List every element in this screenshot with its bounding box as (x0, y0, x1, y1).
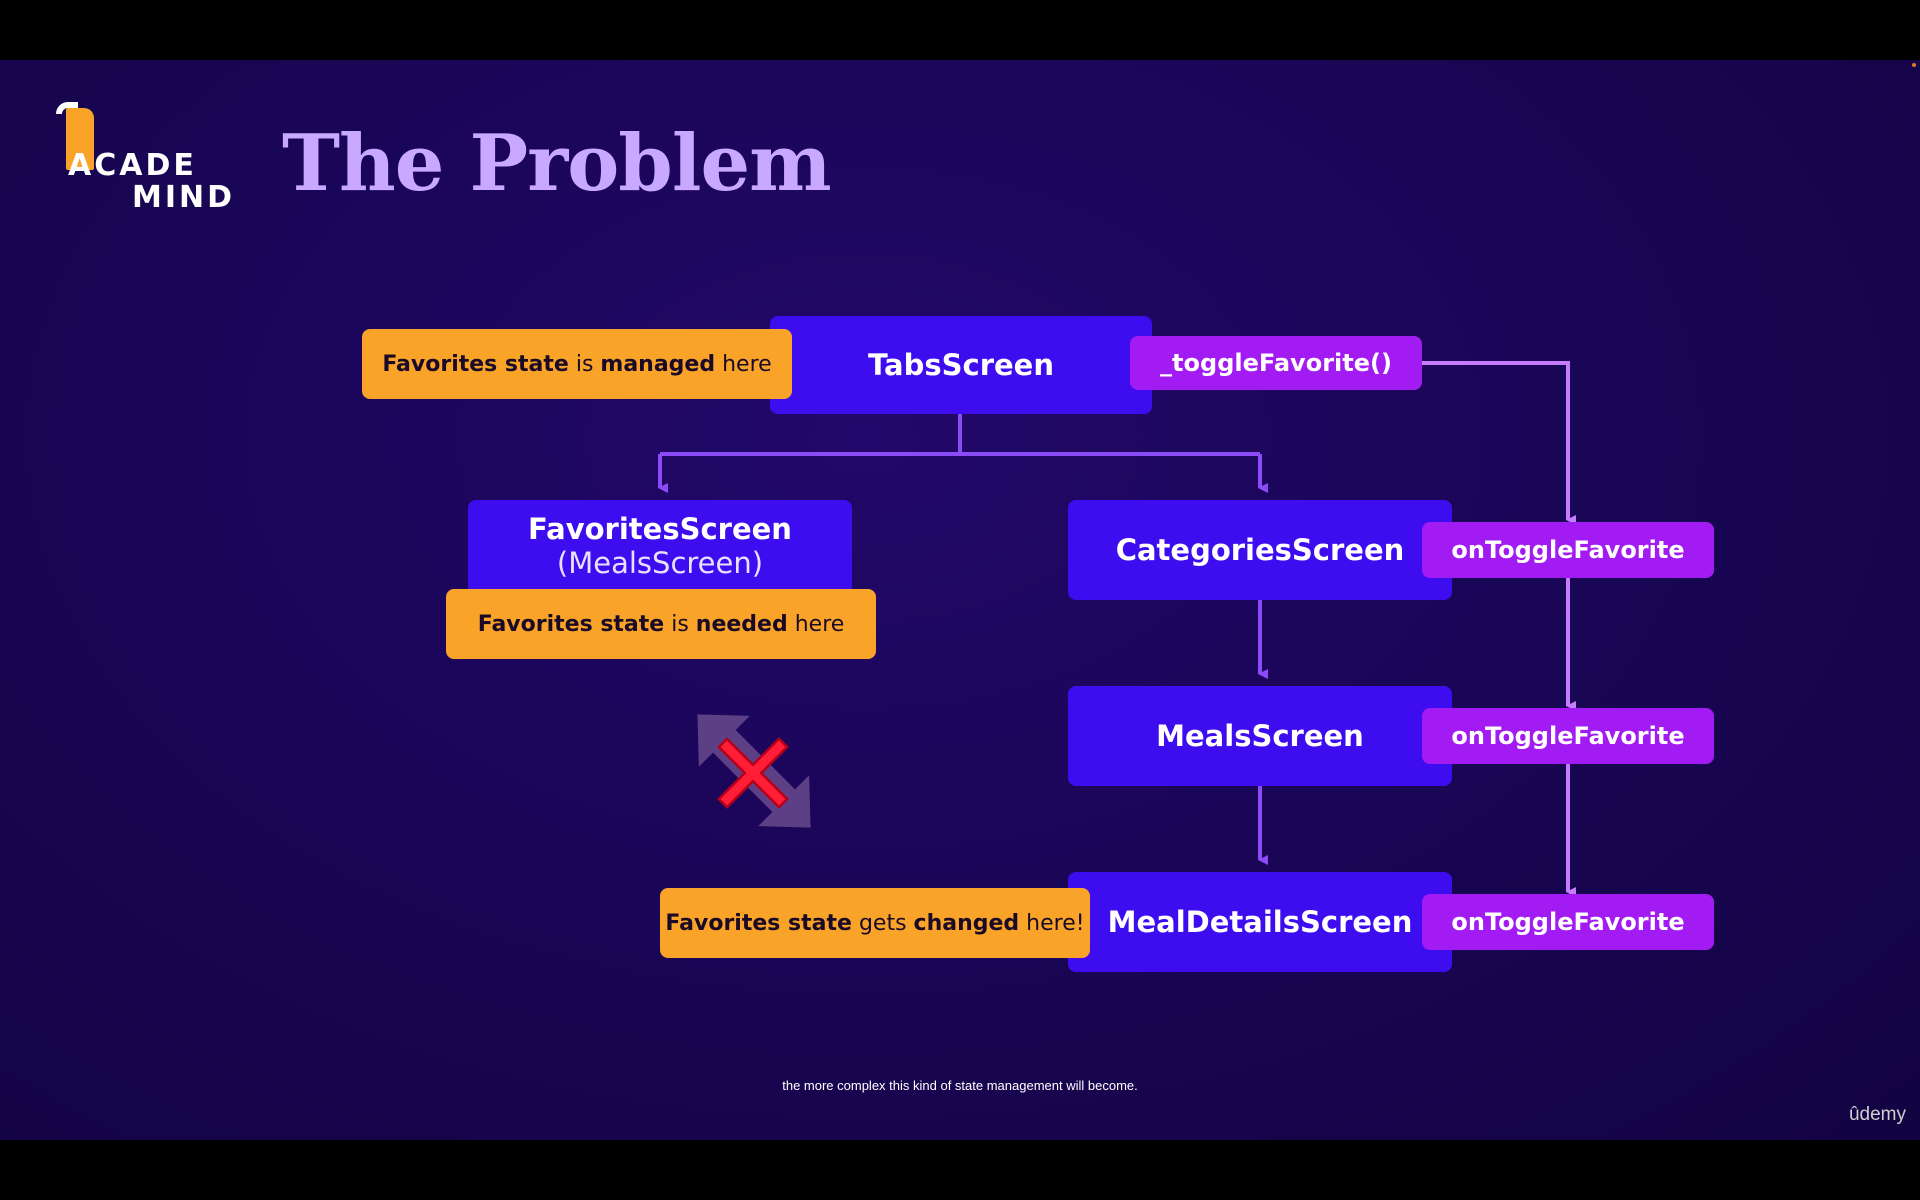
slide: ACADE MIND The Problem (0, 60, 1920, 1140)
note-needed-bold1: Favorites state (477, 611, 665, 637)
note-managed-mid: is (568, 351, 601, 377)
diagram-connectors (658, 361, 1576, 897)
slide-title: The Problem (282, 118, 832, 209)
favorites-screen-sublabel: (MealsScreen) (556, 546, 764, 580)
categories-screen-label: CategoriesScreen (1115, 533, 1405, 567)
on-toggle-favorite-label-1: onToggleFavorite (1451, 536, 1685, 564)
subtitle-caption: the more complex this kind of state mana… (782, 1078, 1138, 1093)
on-toggle-favorite-prop-3: onToggleFavorite (1422, 894, 1714, 950)
note-changed-mid: gets (851, 910, 914, 936)
logo-flag-icon (56, 102, 94, 170)
toggle-favorite-fn-label: _toggleFavorite() (1160, 349, 1392, 377)
meal-details-screen-label: MealDetailsScreen (1107, 905, 1413, 939)
categories-screen-box: CategoriesScreen (1068, 500, 1452, 600)
note-needed-bold2: needed (695, 611, 788, 637)
tabs-screen-label: TabsScreen (868, 348, 1054, 382)
note-managed-end: here (715, 351, 772, 377)
udemy-watermark: ûdemy (1848, 1104, 1906, 1125)
note-changed-end: here! (1019, 910, 1085, 936)
red-x-icon (717, 737, 789, 809)
note-needed-mid: is (664, 611, 696, 637)
note-needed-end: here (787, 611, 845, 637)
toggle-favorite-fn-box: _toggleFavorite() (1130, 336, 1422, 390)
on-toggle-favorite-label-2: onToggleFavorite (1451, 722, 1685, 750)
recording-dot-icon (1912, 63, 1916, 67)
note-state-needed: Favorites state is needed here (446, 589, 876, 659)
on-toggle-favorite-prop-1: onToggleFavorite (1422, 522, 1714, 578)
on-toggle-favorite-prop-2: onToggleFavorite (1422, 708, 1714, 764)
meals-screen-label: MealsScreen (1156, 719, 1364, 753)
meals-screen-box: MealsScreen (1068, 686, 1452, 786)
note-state-changed: Favorites state gets changed here! (660, 888, 1090, 958)
note-managed-bold1: Favorites state (382, 351, 569, 377)
academind-logo: ACADE MIND (48, 102, 232, 218)
logo-line-1: ACADE (68, 148, 197, 183)
connector-toggle-fn (1422, 361, 1576, 525)
favorites-screen-label: FavoritesScreen (528, 512, 792, 546)
logo-line-2: MIND (132, 180, 236, 215)
note-managed-bold2: managed (600, 351, 716, 377)
note-changed-bold2: changed (913, 910, 1020, 936)
tabs-screen-box: TabsScreen (770, 316, 1152, 414)
note-state-managed: Favorites state is managed here (362, 329, 792, 399)
note-changed-bold1: Favorites state (665, 910, 852, 936)
meal-details-screen-box: MealDetailsScreen (1068, 872, 1452, 972)
on-toggle-favorite-label-3: onToggleFavorite (1451, 908, 1685, 936)
